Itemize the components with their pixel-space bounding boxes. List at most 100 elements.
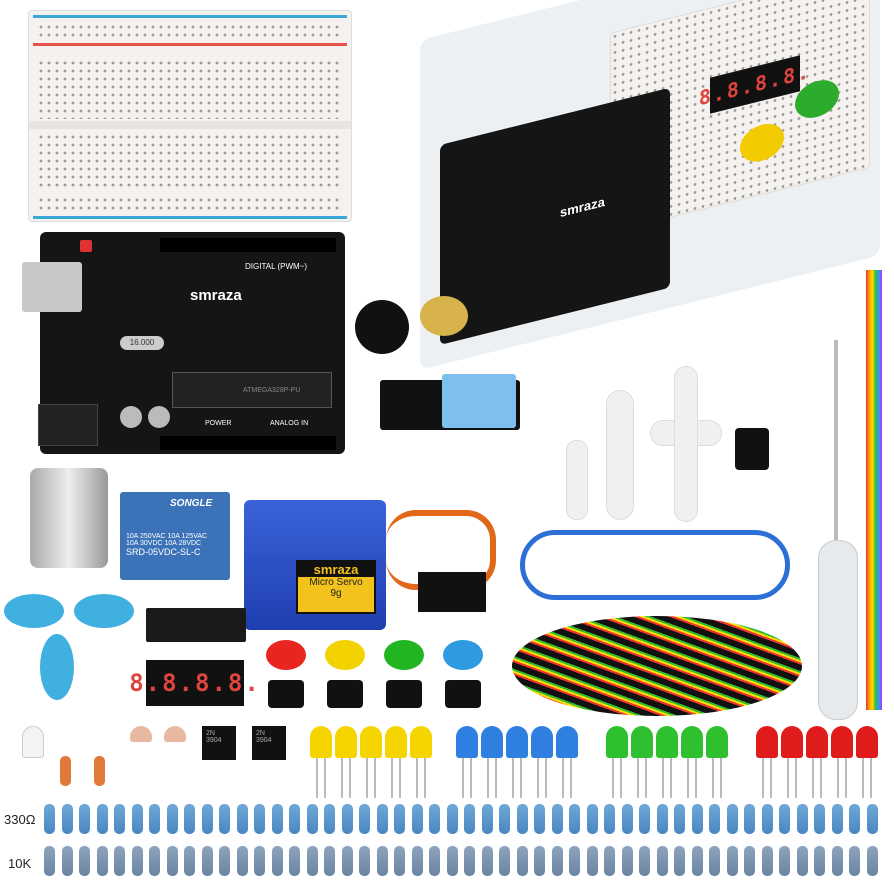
led-leg bbox=[570, 758, 572, 798]
led-leg bbox=[341, 758, 343, 798]
led-leg bbox=[349, 758, 351, 798]
resistor-330 bbox=[656, 804, 668, 834]
resistor-330 bbox=[691, 804, 703, 834]
resistor-330 bbox=[621, 804, 633, 834]
resistor-330 bbox=[866, 804, 878, 834]
push-button bbox=[445, 680, 481, 708]
led-yellow bbox=[410, 726, 432, 758]
led-leg bbox=[470, 758, 472, 798]
resistor-10k bbox=[429, 846, 440, 876]
led-green bbox=[631, 726, 653, 758]
led-leg bbox=[637, 758, 639, 798]
led-blue bbox=[556, 726, 578, 758]
button-cap bbox=[266, 640, 306, 670]
resistor-330 bbox=[236, 804, 248, 834]
resistor-330 bbox=[551, 804, 563, 834]
resistor-330 bbox=[306, 804, 318, 834]
relay-model: SRD-05VDC-SL-C bbox=[126, 547, 201, 557]
resistor-10k bbox=[446, 846, 458, 876]
arduino-board: DIGITAL (PWM~) smraza 16.000 ATMEGA328P-… bbox=[22, 232, 345, 454]
led-leg bbox=[374, 758, 376, 798]
led-yellow bbox=[310, 726, 332, 758]
led-blue bbox=[531, 726, 553, 758]
resistor-10k bbox=[289, 846, 300, 876]
led-red bbox=[806, 726, 828, 758]
resistor-10k bbox=[114, 846, 125, 876]
resistor-10k bbox=[534, 846, 545, 876]
servo-horn bbox=[674, 366, 698, 522]
led-leg bbox=[670, 758, 672, 798]
relay-rating-1: 10A 250VAC 10A 125VAC bbox=[126, 533, 208, 540]
resistor-10k bbox=[656, 846, 668, 876]
resistor-330 bbox=[499, 804, 510, 834]
resistor-330 bbox=[709, 804, 720, 834]
resistor-330 bbox=[569, 804, 580, 834]
transistor-label: 2N 3904 bbox=[206, 730, 222, 744]
jumper-wires bbox=[512, 616, 802, 716]
resistor-10k bbox=[254, 846, 265, 876]
diode bbox=[60, 756, 71, 786]
led-leg bbox=[462, 758, 464, 798]
led-leg bbox=[487, 758, 489, 798]
resistor-10k bbox=[96, 846, 108, 876]
resistor-10k bbox=[79, 846, 90, 876]
resistor-10k bbox=[149, 846, 160, 876]
led-blue bbox=[481, 726, 503, 758]
resistor-10k bbox=[866, 846, 878, 876]
resistor-10k bbox=[744, 846, 755, 876]
led-leg bbox=[762, 758, 764, 798]
resistor-10k bbox=[201, 846, 213, 876]
led-leg bbox=[662, 758, 664, 798]
resistor-330 bbox=[779, 804, 790, 834]
resistor-10k bbox=[324, 846, 335, 876]
resistor-10k bbox=[551, 846, 563, 876]
push-button bbox=[268, 680, 304, 708]
led-blue bbox=[456, 726, 478, 758]
resistor-330 bbox=[446, 804, 458, 834]
fan-propeller bbox=[4, 584, 134, 704]
breadboard bbox=[28, 10, 352, 222]
led-leg bbox=[366, 758, 368, 798]
resistor-10k bbox=[569, 846, 580, 876]
resistor-330 bbox=[516, 804, 528, 834]
led-leg bbox=[837, 758, 839, 798]
led-leg bbox=[612, 758, 614, 798]
resistor-10k bbox=[61, 846, 73, 876]
servo-brand: smraza bbox=[298, 562, 374, 577]
led-leg bbox=[820, 758, 822, 798]
resistor-10k bbox=[761, 846, 773, 876]
resistor-330 bbox=[114, 804, 125, 834]
resistor-330 bbox=[61, 804, 73, 834]
led-leg bbox=[770, 758, 772, 798]
led-leg bbox=[562, 758, 564, 798]
diode bbox=[94, 756, 105, 786]
servo-weight: 9g bbox=[330, 588, 342, 599]
power-label: POWER bbox=[205, 420, 232, 427]
resistor-330 bbox=[411, 804, 423, 834]
resistor-330 bbox=[429, 804, 440, 834]
resistor-10k bbox=[674, 846, 685, 876]
servo-name: Micro Servo bbox=[309, 577, 363, 588]
resistor-10k bbox=[411, 846, 423, 876]
resistor-330 bbox=[796, 804, 808, 834]
led-leg bbox=[545, 758, 547, 798]
led-leg bbox=[324, 758, 326, 798]
resistor-10k bbox=[131, 846, 143, 876]
resistor-330 bbox=[726, 804, 738, 834]
resistor-label-10k: 10K bbox=[8, 856, 32, 871]
resistor-label-330: 330Ω bbox=[4, 812, 36, 827]
button-cap bbox=[325, 640, 365, 670]
resistor-330 bbox=[254, 804, 265, 834]
resistor-10k bbox=[586, 846, 598, 876]
resistor-10k bbox=[184, 846, 195, 876]
screwdriver bbox=[818, 540, 858, 720]
crystal: 16.000 bbox=[120, 336, 164, 350]
button-cap bbox=[443, 640, 483, 670]
led-leg bbox=[520, 758, 522, 798]
led-leg bbox=[424, 758, 426, 798]
resistor-330 bbox=[744, 804, 755, 834]
resistor-330 bbox=[761, 804, 773, 834]
resistor-10k bbox=[376, 846, 388, 876]
resistor-10k bbox=[341, 846, 353, 876]
led-leg bbox=[399, 758, 401, 798]
